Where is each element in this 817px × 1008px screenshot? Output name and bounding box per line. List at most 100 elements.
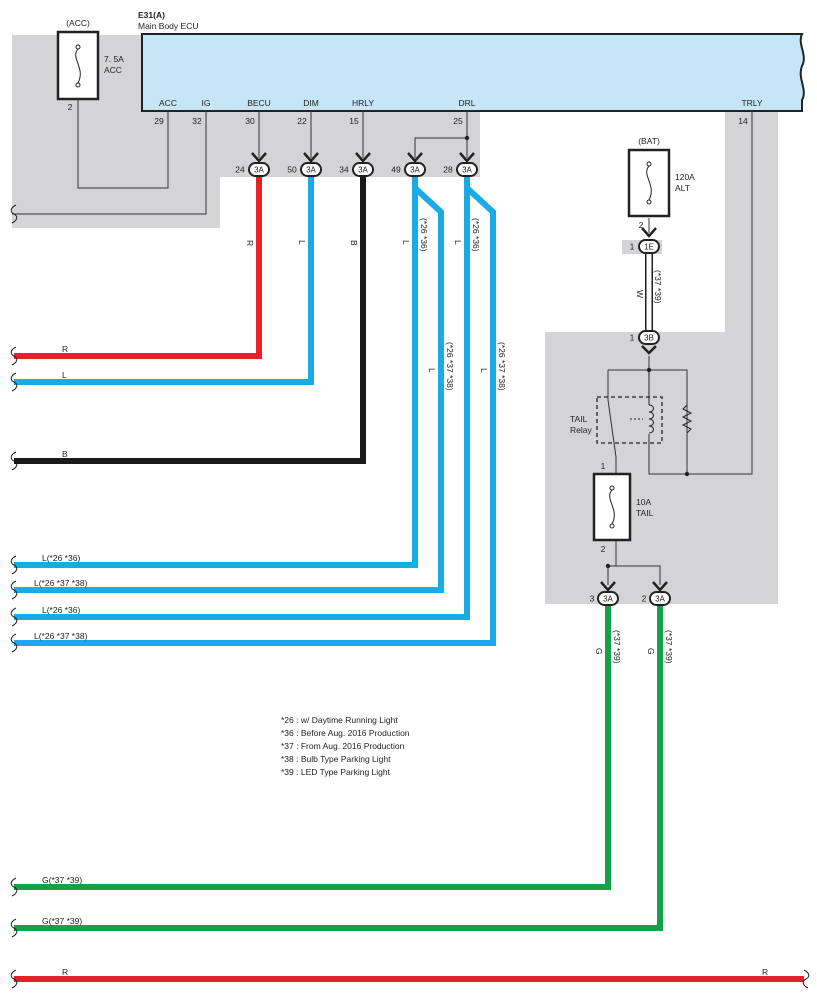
alt-fuse-rating: 120A [675, 172, 695, 182]
vwire-label-l2: L [401, 240, 411, 245]
wire-l-28-b [14, 185, 496, 646]
tail-relay-box [596, 396, 663, 444]
hwire-label-7: G(*37 *39) [42, 875, 82, 885]
connector-50-code: 3A [306, 166, 316, 175]
vwire-label-r: R [245, 240, 255, 246]
connector-1e-code: 1E [644, 243, 654, 252]
hwire-label-0: R [62, 344, 68, 354]
vwire-label-b: B [349, 240, 359, 246]
ecu-pin-label-trly: TRLY [741, 98, 762, 108]
tail-relay-resistor [681, 404, 693, 434]
vwire-note-l2: (*26 *36) [419, 218, 429, 252]
connector-49-pin: 49 [391, 165, 401, 175]
connector-28-pin: 28 [443, 165, 453, 175]
acc-fuse-pin: 2 [68, 102, 73, 112]
wire-g-3 [14, 605, 611, 890]
tail-relay-label-1: TAIL [570, 414, 588, 424]
wire-break-marks [10, 204, 810, 989]
acc-fuse-group: (ACC) [66, 18, 90, 28]
hwire-label-8: G(*37 *39) [42, 916, 82, 926]
tail-fuse-pin-bottom: 2 [601, 544, 606, 554]
hwire-label-9: R [62, 967, 68, 977]
ecu-pin-num-drl: 25 [453, 116, 463, 126]
vwire-label-g2: G [646, 648, 656, 655]
ecu-pin-num-hrly: 15 [349, 116, 359, 126]
alt-fuse-symbol [646, 161, 652, 205]
footnotes: *26 : w/ Daytime Running Light *36 : Bef… [281, 715, 410, 777]
connector-50-pin: 50 [287, 165, 297, 175]
vwire-label-l1: L [297, 240, 307, 245]
connector-34-code: 3A [358, 166, 368, 175]
ecu-pin-num-trly: 14 [738, 116, 748, 126]
wire-l-28-a [14, 176, 470, 620]
tail-fuse-rating: 10A [636, 497, 651, 507]
wire-b-hrly [14, 176, 366, 464]
tail-fuse-symbol [609, 485, 615, 529]
ecu-pin-num-becu: 30 [245, 116, 255, 126]
connector-3a-pin3-code: 3A [603, 595, 613, 604]
wire-l-dim [14, 176, 314, 385]
vwire-note-g1: (*37 *39) [612, 630, 622, 664]
note-38: *38 : Bulb Type Parking Light [281, 754, 391, 764]
vwire-note-l3: (*26 *36) [471, 218, 481, 252]
junction-dot-relay-bottom [684, 471, 690, 477]
connector-28-code: 3A [462, 166, 472, 175]
acc-fuse-name: ACC [104, 65, 122, 75]
connector-34: 3A 34 [339, 152, 374, 177]
connector-24-pin: 24 [235, 165, 245, 175]
vwire-note-l5: (*26 *37 *38) [497, 342, 507, 391]
thick-wires [14, 176, 804, 982]
vwire-label-l4: L [427, 368, 437, 373]
vwire-note-w: (*37 *39) [653, 270, 663, 304]
tail-relay-label-2: Relay [570, 425, 592, 435]
connector-49: 3A 49 [391, 152, 426, 177]
ecu-pin-label-ig: IG [202, 98, 211, 108]
connector-50: 3A 50 [287, 152, 322, 177]
note-37: *37 : From Aug. 2016 Production [281, 741, 405, 751]
ecu-pin-label-dim: DIM [303, 98, 319, 108]
alt-fuse-group: (BAT) [638, 136, 660, 146]
connector-3b: 3B 1 [630, 330, 660, 355]
connector-3a-pin2: 3A 2 [642, 581, 671, 606]
ecu-pin-label-acc: ACC [159, 98, 177, 108]
vwire-label-l3: L [453, 240, 463, 245]
connector-49-code: 3A [410, 166, 420, 175]
tail-relay-coil [630, 370, 654, 434]
tail-fuse [592, 472, 632, 542]
tail-fuse-pin-top: 1 [601, 461, 606, 471]
connector-28: 3A 28 [443, 152, 478, 177]
junction-dot-tail [605, 563, 611, 569]
ecu-name: Main Body ECU [138, 21, 198, 31]
hwire-label-4: L(*26 *37 *38) [34, 578, 88, 588]
vwire-label-l5: L [479, 368, 489, 373]
connector-3b-code: 3B [644, 334, 654, 343]
wire-g-2 [14, 605, 663, 931]
hwire-label-5: L(*26 *36) [42, 605, 80, 615]
tail-fuse-name: TAIL [636, 508, 654, 518]
alt-fuse [627, 148, 671, 218]
acc-fuse-symbol [75, 44, 81, 88]
acc-fuse-rating: 7. 5A [104, 54, 124, 64]
ecu-pin-label-becu: BECU [247, 98, 271, 108]
ecu-pin-num-acc: 29 [154, 116, 164, 126]
ecu-pin-num-dim: 22 [297, 116, 307, 126]
vwire-label-g1: G [594, 648, 604, 655]
wire-l-49-b [14, 185, 444, 593]
junction-dot-drl [464, 135, 470, 141]
note-26: *26 : w/ Daytime Running Light [281, 715, 398, 725]
vwire-note-g2: (*37 *39) [664, 630, 674, 664]
hwire-label-1: L [62, 370, 67, 380]
wire-l-49-a [14, 176, 418, 568]
main-body-ecu [141, 33, 805, 112]
vwire-label-w: W [635, 290, 645, 298]
ecu-code: E31(A) [138, 10, 165, 20]
hwire-label-6: L(*26 *37 *38) [34, 631, 88, 641]
ecu-pin-label-drl: DRL [458, 98, 475, 108]
alt-fuse-pin: 2 [639, 220, 644, 230]
ecu-pin-num-ig: 32 [192, 116, 202, 126]
connector-24-code: 3A [254, 166, 264, 175]
connector-3a-pin2-code: 3A [655, 595, 665, 604]
connector-3a-pin3-pin: 3 [590, 594, 595, 604]
connector-3a-pin3: 3A 3 [590, 581, 619, 606]
